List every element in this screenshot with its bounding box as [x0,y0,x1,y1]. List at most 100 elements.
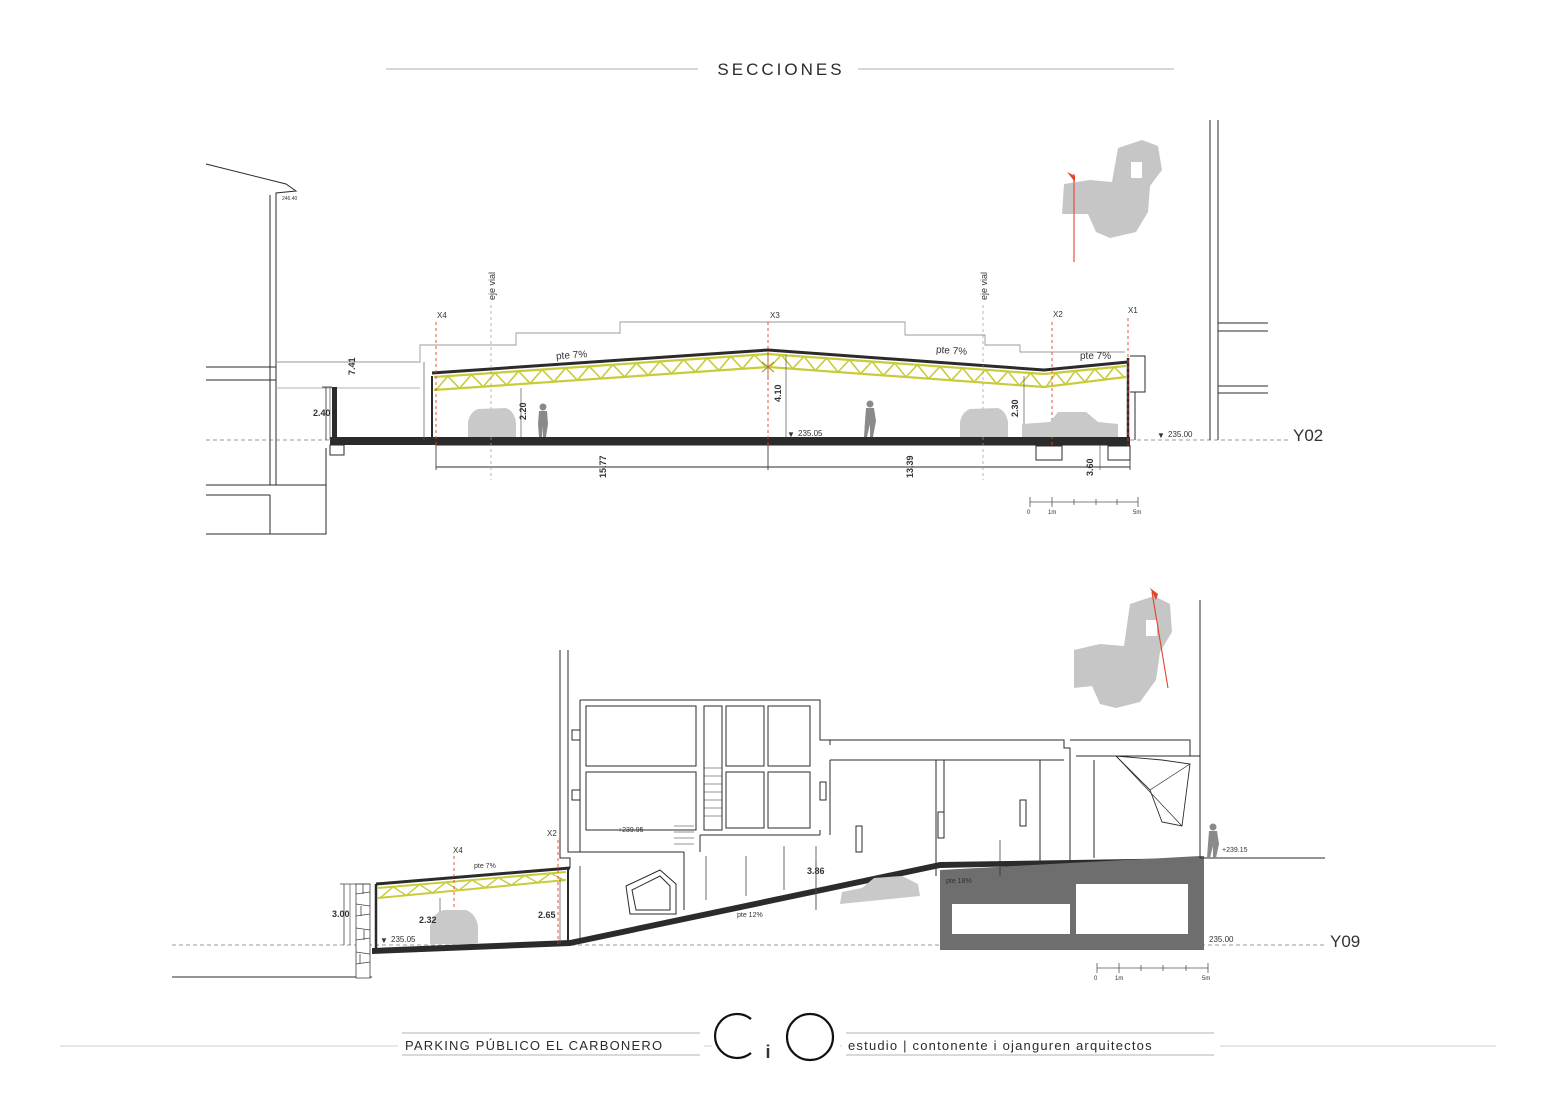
axis-label-x2: X2 [1053,310,1063,319]
logo-letter: i [765,1042,770,1062]
level-marker: ▼ [787,430,795,439]
sheet-title: SECCIONES [717,60,844,79]
truss-diagonal [1018,371,1043,388]
height-dimension-lines [329,355,1101,470]
level-marker: ▼ [380,936,388,945]
truss-diagonal [1103,365,1125,380]
truss-web [379,872,565,899]
truss-diagonal [647,360,673,376]
section-y09 [172,588,1325,979]
dimension-label: 7.41 [347,357,357,375]
truss-diagonal [671,358,696,375]
level-marker: ▼ [1157,431,1165,440]
truss-diagonal [484,876,512,889]
dimension-label: 3.86 [807,866,825,876]
slope-label: pte 7% [474,863,496,870]
scale-label: 0 [1094,976,1098,982]
truss-diagonal [379,885,407,899]
eje-vial-label: eje vial [979,272,989,300]
dimension-label: 2.30 [1010,399,1020,417]
key-plan [1074,588,1172,708]
studio-name: estudio | contonente i ojanguren arquite… [848,1038,1153,1053]
concrete-box [940,856,1204,950]
truss-diagonal [882,361,907,378]
dimension-label: 15.77 [598,455,608,478]
scale-label: 5m [1202,976,1210,982]
section-label: Y09 [1330,932,1360,951]
truss-diagonal [973,368,998,385]
span-dimension [435,445,1131,470]
truss-diagonal [694,356,720,373]
scale-bar [1029,497,1139,507]
truss-diagonal [506,370,531,386]
car-silhouette [1022,412,1118,437]
dimension-label: 2.40 [313,408,331,418]
truss-diagonal [905,363,930,380]
dimension-label: 13.39 [905,455,915,478]
truss-diagonal [1064,369,1086,385]
scale-bar [1096,963,1209,973]
roof-slab [375,866,571,886]
truss-diagonal [458,879,486,891]
truss-diagonal [576,365,602,381]
left-neighbour-building [205,163,327,535]
section-y02: 246.40 [205,120,1290,535]
truss-diagonal [814,356,839,373]
truss-diagonal [950,366,975,383]
truss-diagonal [769,353,794,370]
level-label: 235.00 [1209,935,1234,944]
truss-diagonal [432,881,460,894]
slope-label: pte 7% [936,345,968,358]
truss-web [435,353,1125,391]
car-silhouette [468,408,516,437]
slope-label: pte 18% [946,878,972,885]
slope-label: pte 12% [737,912,763,919]
dimension-label: 3.00 [332,909,350,919]
car-silhouette [430,910,478,944]
truss-diagonal [537,872,565,884]
slope-label: pte 7% [556,349,588,362]
scale-label: 5m [1133,510,1141,516]
truss-diagonal [1045,371,1067,388]
background-building-profile [276,321,1125,363]
right-neighbour-building [1130,120,1268,440]
roof-slab [431,348,1129,375]
axis-label-x1: X1 [1128,306,1138,315]
section-y09-labels: X4 X2 pte 7% pte 12% pte 18% 3.00 2.32 2… [332,827,1360,982]
car-silhouette [840,876,920,904]
scale-label: 1m [1048,510,1056,516]
dimension-label: 2.32 [419,915,437,925]
truss-diagonal [792,355,816,371]
truss-diagonal [435,374,461,391]
section-label: Y02 [1293,426,1323,445]
truss-diagonal [405,883,433,896]
truss-diagonal [458,373,484,389]
small-level-label: 246.40 [282,196,298,202]
person-silhouette [1207,823,1219,858]
level-label: 235.05 [391,935,416,944]
sheet-footer: PARKING PÚBLICO EL CARBONERO i estudio |… [60,1010,1496,1066]
eje-vial-label: eje vial [487,272,497,300]
person-silhouette [538,403,548,437]
adjacent-buildings [559,600,1325,942]
project-name: PARKING PÚBLICO EL CARBONERO [405,1038,663,1053]
car-silhouette [960,408,1008,437]
truss-diagonal [482,371,508,388]
level-label: 235.00 [1168,430,1193,439]
truss-diagonal [928,365,952,381]
truss-diagonal [553,366,579,383]
truss-diagonal [511,874,539,886]
truss-diagonal [718,355,744,371]
level-label: +239.95 [618,827,644,834]
level-label: +239.15 [1222,847,1248,854]
eje-vial-lines [490,305,984,480]
cio-logo: i [712,1010,840,1066]
axis-label-x4: X4 [453,846,463,855]
scale-label: 0 [1027,510,1031,516]
dimension-label: 2.65 [538,910,556,920]
axis-label-x3: X3 [770,311,780,320]
person-silhouette [864,400,876,437]
truss-diagonal [623,361,649,378]
truss-diagonal [741,353,767,370]
